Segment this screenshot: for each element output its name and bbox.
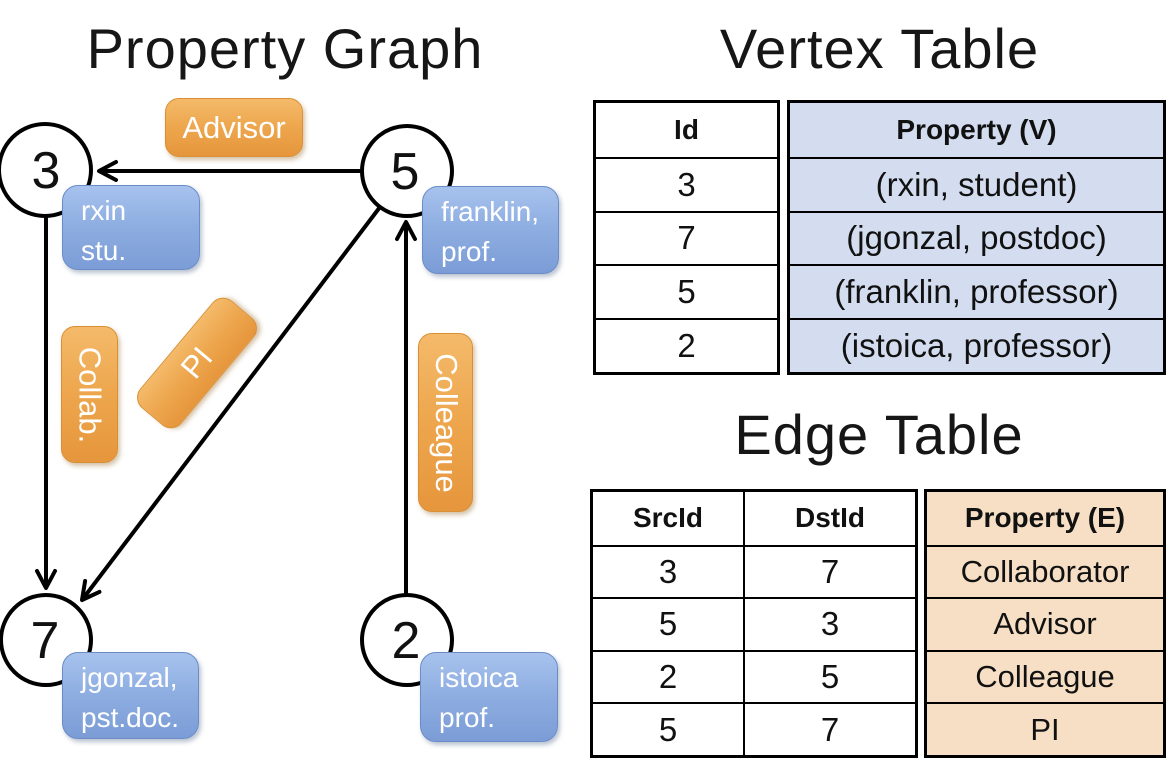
edge-label-text: Advisor xyxy=(182,109,286,145)
vertex-property-line2: stu. xyxy=(81,235,127,266)
vertex-property-line1: jgonzal, xyxy=(81,662,178,693)
table-cell: (rxin, student) xyxy=(790,156,1163,211)
column-header-dstid: DstId xyxy=(743,492,915,545)
table-cell: 2 xyxy=(593,649,743,703)
table-cell: 5 xyxy=(596,264,777,318)
column-header-property-e: Property (E) xyxy=(964,502,1126,534)
table-cell: Colleague xyxy=(927,649,1163,703)
table-cell: (franklin, professor) xyxy=(790,264,1163,318)
table-cell: 7 xyxy=(743,702,915,755)
vertex-property-box-franklin: franklin, prof. xyxy=(422,186,559,274)
vertex-id-2: 2 xyxy=(391,612,421,670)
vertex-property-line2: prof. xyxy=(439,702,496,733)
table-cell: 3 xyxy=(743,597,915,650)
vertex-property-line2: prof. xyxy=(441,236,498,267)
table-cell: 7 xyxy=(743,544,915,598)
table-cell: 2 xyxy=(596,318,777,372)
edge-label-advisor: Advisor xyxy=(165,98,303,157)
vertex-property-line1: rxin xyxy=(81,195,127,226)
vertex-property-line1: franklin, xyxy=(441,196,540,227)
edge-arrow-pi-5-to-7 xyxy=(80,205,382,602)
vertex-table-title: Vertex Table xyxy=(719,17,1040,80)
vertex-table-property-column: Property (V) (rxin, student) (jgonzal, p… xyxy=(787,100,1166,375)
edge-label-colleague: Colleague xyxy=(418,333,473,512)
table-cell: (istoica, professor) xyxy=(790,318,1163,372)
edge-label-text: PI xyxy=(173,340,220,386)
table-cell: Collaborator xyxy=(927,544,1163,598)
edge-table-property-column: Property (E) Collaborator Advisor Collea… xyxy=(924,489,1166,758)
table-cell: 3 xyxy=(593,544,743,598)
column-header-property-v: Property (V) xyxy=(896,113,1057,145)
table-cell: 5 xyxy=(743,649,915,703)
table-cell: Advisor xyxy=(927,597,1163,650)
vertex-table: Id 3 7 5 2 Property (V) (rxin, student) … xyxy=(593,100,1166,375)
edge-label-text: Colleague xyxy=(428,352,464,493)
vertex-property-box-rxin: rxin stu. xyxy=(62,185,200,270)
property-graph-title: Property Graph xyxy=(86,17,484,80)
vertex-id-5: 5 xyxy=(390,143,420,201)
vertex-property-box-jgonzal: jgonzal, pst.doc. xyxy=(62,652,199,739)
edge-table-id-columns: SrcId DstId 3 7 5 3 2 5 5 7 xyxy=(590,489,918,758)
table-cell: (jgonzal, postdoc) xyxy=(790,210,1163,265)
table-cell: 5 xyxy=(593,597,743,650)
table-cell: 5 xyxy=(593,702,743,755)
edge-table-title: Edge Table xyxy=(734,403,1024,466)
table-cell: 3 xyxy=(596,156,777,211)
column-header-id: Id xyxy=(674,113,699,145)
table-cell: PI xyxy=(927,702,1163,755)
vertex-id-7: 7 xyxy=(30,612,60,670)
edge-table: SrcId DstId 3 7 5 3 2 5 5 7 Property (E)… xyxy=(590,489,1166,758)
edge-label-collab: Collab. xyxy=(61,326,118,463)
vertex-property-line1: istoica xyxy=(439,662,519,693)
table-cell: 7 xyxy=(596,210,777,265)
edge-label-text: Collab. xyxy=(72,346,108,443)
vertex-property-line2: pst.doc. xyxy=(81,702,180,733)
vertex-table-id-column: Id 3 7 5 2 xyxy=(593,100,780,375)
column-header-srcid: SrcId xyxy=(632,502,704,534)
vertex-property-box-istoica: istoica prof. xyxy=(420,652,558,742)
vertex-id-3: 3 xyxy=(31,142,61,200)
